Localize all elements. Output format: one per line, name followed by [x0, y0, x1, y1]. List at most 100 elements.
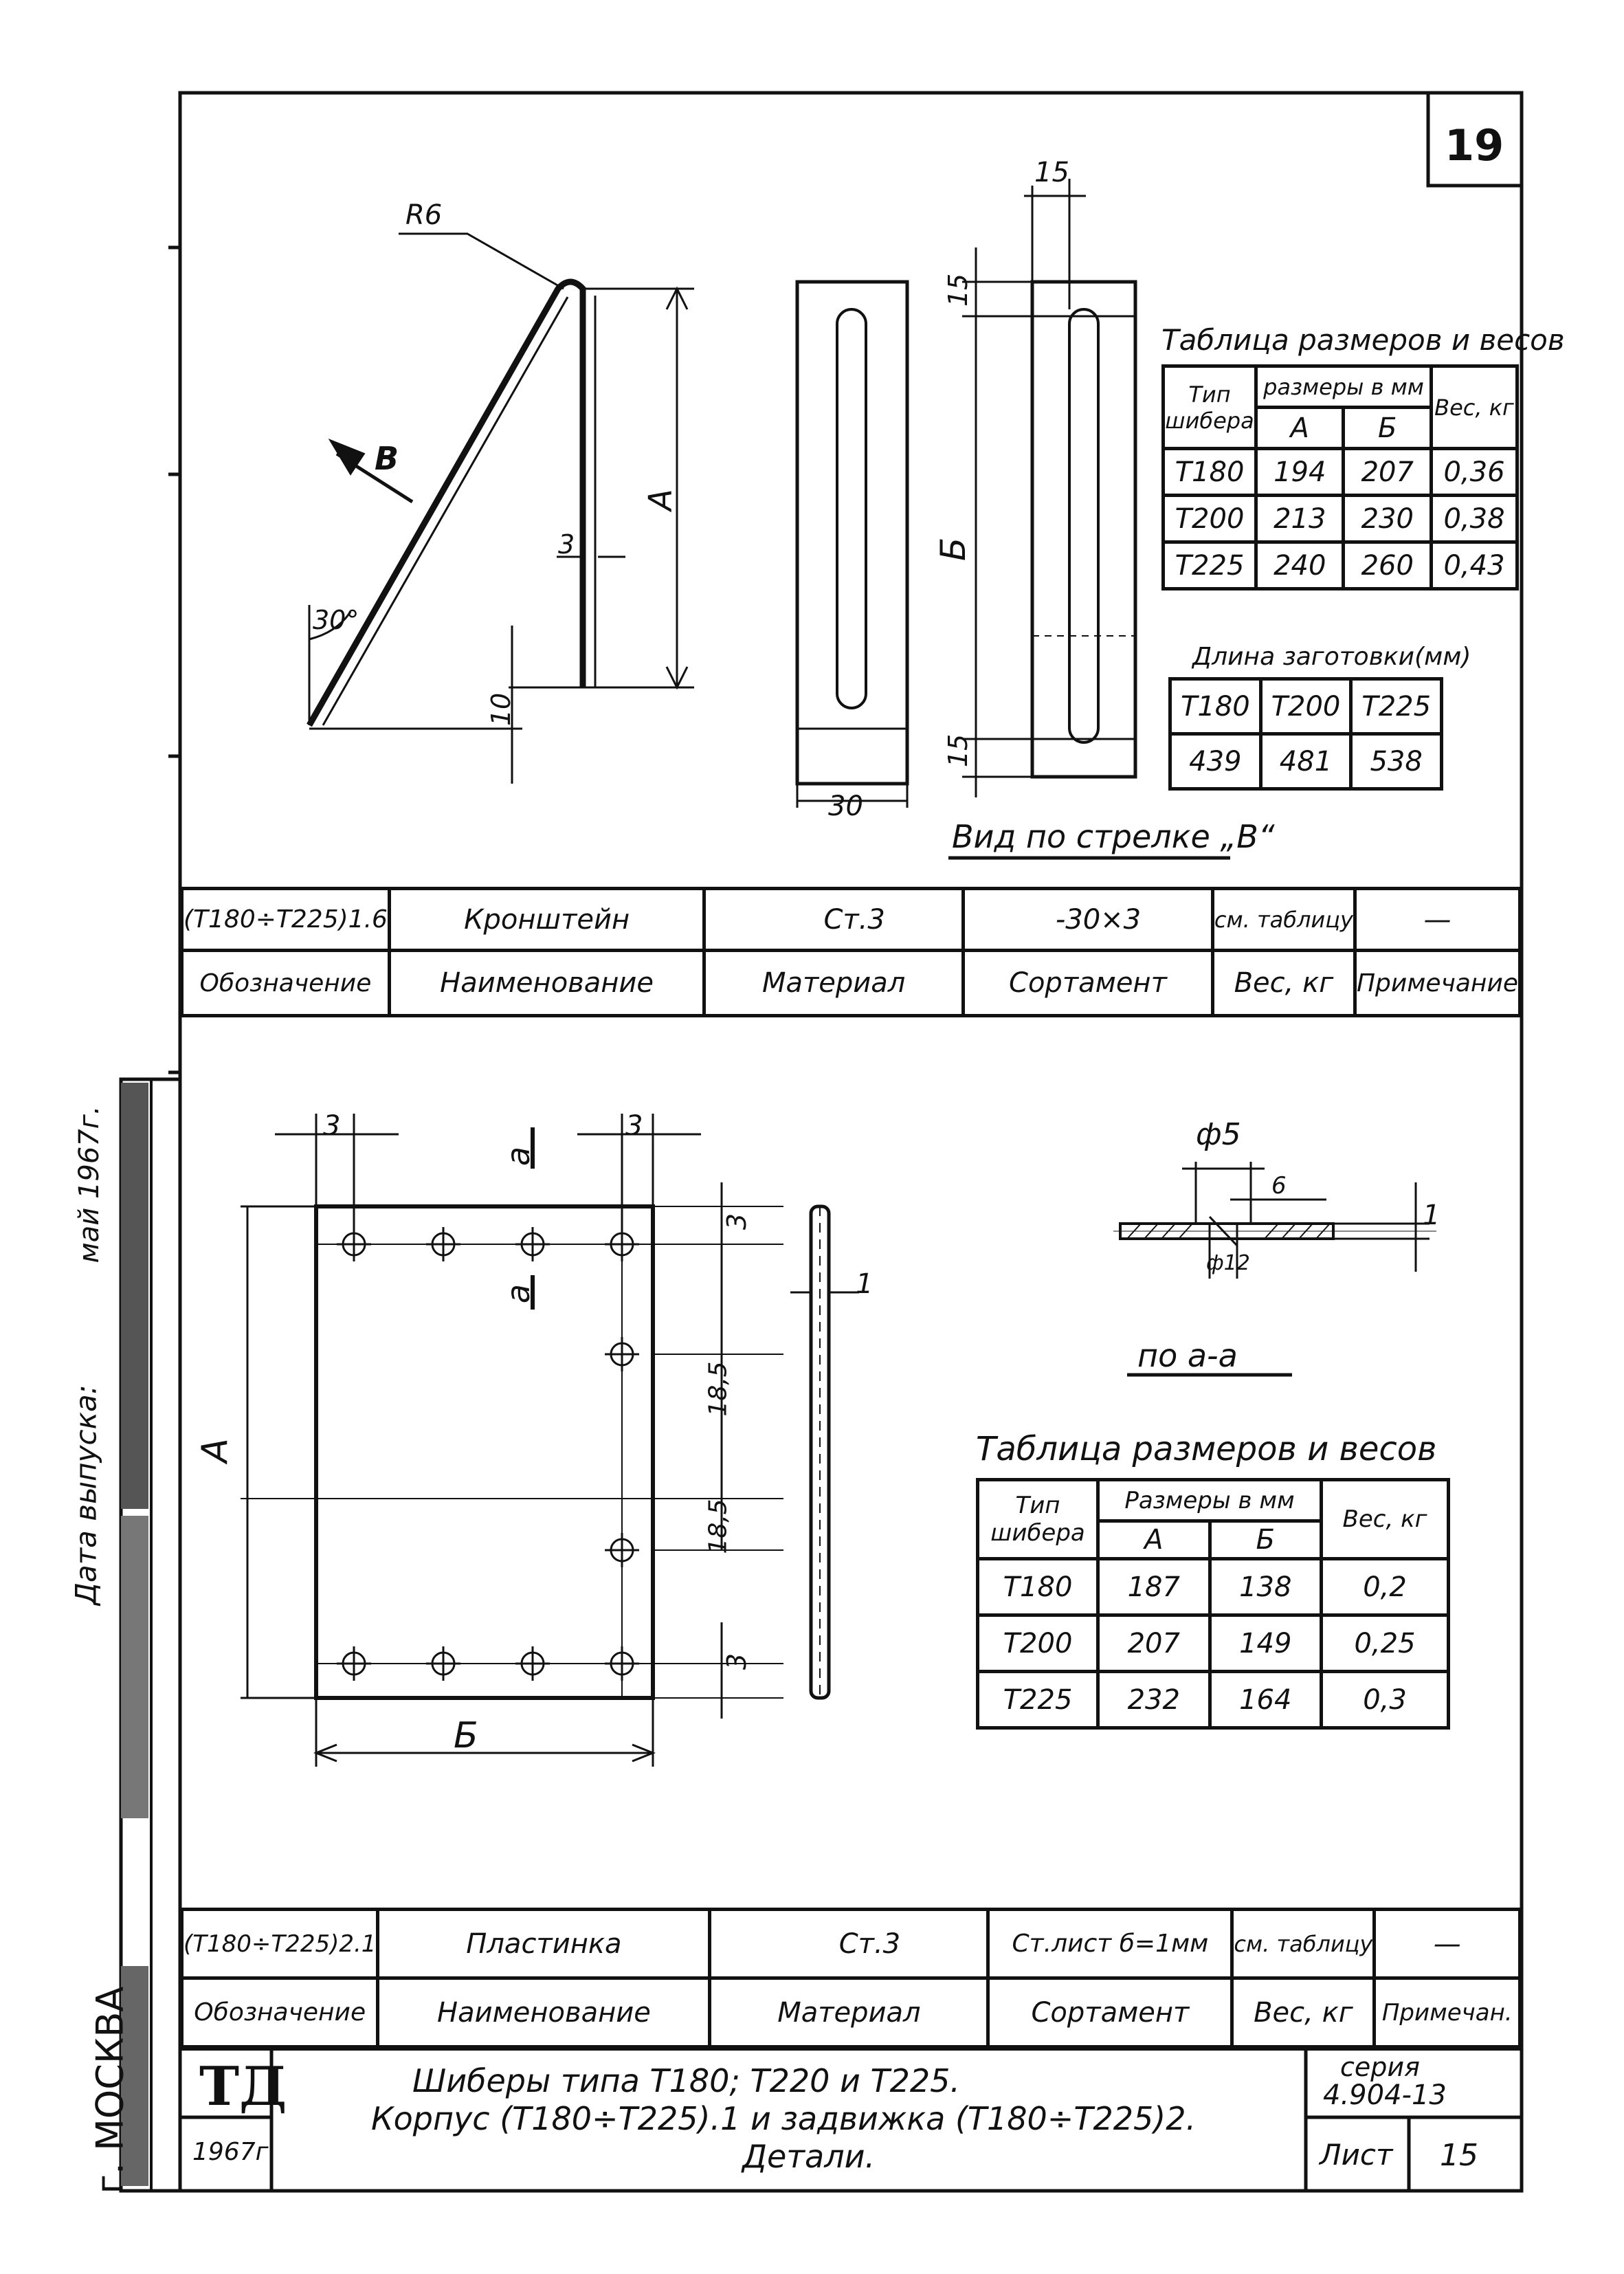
sheet-value: 15	[1440, 2138, 1478, 2173]
cell: 0,43	[1430, 540, 1519, 590]
label-dim-a-plate: А	[194, 1438, 236, 1463]
cell: 232	[1096, 1670, 1212, 1730]
label-dim-15-lower: 15	[943, 733, 974, 768]
corner-number: 19	[1445, 120, 1504, 170]
label-dim-10: 10	[486, 692, 517, 727]
section-a-a	[1113, 1162, 1436, 1279]
cell: 194	[1254, 447, 1346, 497]
spec-note: —	[1372, 1908, 1522, 1980]
cell: Т180	[976, 1557, 1100, 1617]
col-type: Тип шибера	[976, 1478, 1100, 1560]
hdr-material: Материал	[702, 949, 966, 1017]
series-label: серия	[1340, 2052, 1420, 2082]
label-angle-30: 30°	[313, 605, 359, 635]
spec-designation: (Т180÷Т225)2.1	[179, 1908, 380, 1980]
label-dim-30: 30	[828, 791, 863, 822]
spec-assortment: -30×3	[961, 887, 1214, 952]
spec-weight: см. таблицу	[1210, 887, 1357, 952]
stamp-release-date: май 1967г.	[74, 1105, 105, 1263]
label-dim-a: A	[641, 489, 679, 511]
series-value: 4.904-13	[1323, 2079, 1447, 2111]
col-b: Б	[1208, 1519, 1323, 1560]
label-dim-185-lower: 18,5	[704, 1499, 733, 1554]
label-section-a-top: а	[500, 1146, 537, 1167]
spec-name: Пластинка	[376, 1908, 712, 1980]
label-r6: R6	[405, 199, 443, 231]
hdr-note: Примечан.	[1372, 1976, 1522, 2049]
label-dim-b-plate: Б	[454, 1715, 478, 1756]
hdr-name: Наименование	[387, 949, 707, 1017]
cell: Т225	[1161, 540, 1258, 590]
title-line-2: Корпус (Т180÷Т225).1 и задвижка (Т180÷Т2…	[371, 2100, 1197, 2137]
spec-designation: (Т180÷Т225)1.6	[180, 887, 391, 952]
label-dim-3-top-right: 3	[722, 1213, 753, 1230]
blank-table-title: Длина заготовки(мм)	[1192, 643, 1471, 671]
hdr-weight: Вес, кг	[1230, 1976, 1377, 2049]
spec-note: —	[1353, 887, 1522, 952]
hdr-note: Примечание	[1353, 949, 1522, 1017]
hdr-assortment: Сортамент	[986, 1976, 1234, 2049]
hdr-weight: Вес, кг	[1210, 949, 1357, 1017]
weights-table-1-title: Таблица размеров и весов	[1161, 323, 1565, 357]
spec-assortment: Ст.лист б=1мм	[986, 1908, 1234, 1980]
cell: 481	[1258, 732, 1353, 791]
cell: Т200	[1258, 677, 1353, 736]
cell: 0,36	[1430, 447, 1519, 497]
spec-band-1: (Т180÷Т225)1.6 Кронштейн Ст.3 -30×3 см. …	[180, 887, 1522, 1017]
col-weight: Вес, кг	[1320, 1478, 1450, 1560]
section-caption: по а-а	[1137, 1337, 1238, 1374]
cell: 187	[1096, 1557, 1212, 1617]
title-block-lines	[180, 2046, 1522, 2191]
cell: Т225	[976, 1670, 1100, 1730]
label-dim-185-upper: 18,5	[704, 1361, 733, 1417]
label-dim-3: 3	[558, 529, 575, 560]
label-thickness-1: 1	[856, 1268, 874, 1300]
cell: 138	[1208, 1557, 1323, 1617]
col-sizes: Размеры в мм	[1096, 1478, 1323, 1523]
cell: Т180	[1161, 447, 1258, 497]
hdr-material: Материал	[708, 1976, 990, 2049]
plate-side-view	[790, 1204, 859, 1700]
drawing-year: 1967г.	[192, 2138, 276, 2166]
col-b: Б	[1342, 406, 1433, 450]
cell: Т200	[1161, 494, 1258, 544]
hdr-assortment: Сортамент	[961, 949, 1214, 1017]
stamp-release-label: Дата выпуска:	[69, 1384, 103, 1605]
cell: 0,3	[1320, 1670, 1450, 1730]
label-section-a-bottom: а	[500, 1283, 537, 1304]
cell: Т225	[1349, 677, 1443, 736]
corner-number-box	[1426, 93, 1522, 188]
weights-table-2-title: Таблица размеров и весов	[976, 1430, 1437, 1468]
spec-weight: см. таблицу	[1230, 1908, 1377, 1980]
cell: Т180	[1168, 677, 1263, 736]
title-line-1: Шиберы типа Т180; Т220 и Т225.	[412, 2062, 961, 2099]
cell: 230	[1342, 494, 1433, 544]
label-arrow-b: B	[375, 440, 399, 477]
plate-main-view	[241, 1114, 783, 1767]
hdr-designation: Обозначение	[179, 1976, 380, 2049]
cell: 149	[1208, 1613, 1323, 1673]
col-a: А	[1254, 406, 1346, 450]
label-phi12: ф12	[1206, 1251, 1250, 1275]
cell: 260	[1342, 540, 1433, 590]
label-dim-3-bottom-right: 3	[722, 1653, 753, 1670]
cell: Т200	[976, 1613, 1100, 1673]
blank-length-table: Т180 Т200 Т225 439 481 538	[1168, 677, 1443, 791]
view-caption: Вид по стрелке „В“	[952, 818, 1275, 855]
cell: 207	[1096, 1613, 1212, 1673]
spec-material: Ст.3	[702, 887, 966, 952]
label-phi5: ф5	[1196, 1117, 1241, 1152]
sheet-label: Лист	[1320, 2138, 1393, 2172]
spec-material: Ст.3	[708, 1908, 990, 1980]
stamp-city: г. МОСКВА	[88, 1986, 132, 2194]
hdr-name: Наименование	[376, 1976, 712, 2049]
label-dim-6: 6	[1271, 1172, 1287, 1200]
org-logo: ТД	[199, 2055, 287, 2118]
cell: 213	[1254, 494, 1346, 544]
col-weight: Вес, кг	[1430, 364, 1519, 450]
bracket-side-view	[307, 232, 694, 784]
col-sizes: размеры в мм	[1254, 364, 1433, 409]
cell: 0,38	[1430, 494, 1519, 544]
